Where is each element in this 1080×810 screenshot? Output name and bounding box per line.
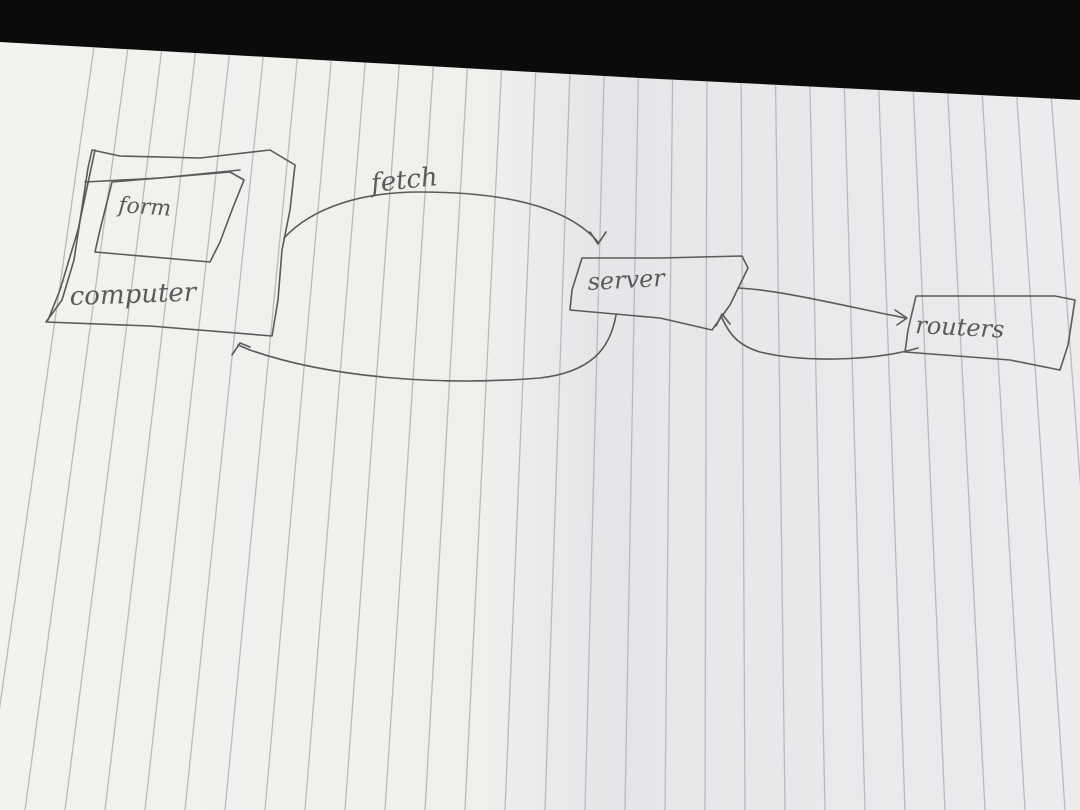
routers-box	[904, 295, 1076, 371]
routers-to-server-arrow	[721, 317, 919, 360]
ruled-line	[144, 42, 232, 810]
ruled-line	[740, 42, 746, 810]
ruled-line	[584, 42, 606, 810]
handwritten-diagram	[45, 149, 1076, 382]
ruled-line	[344, 42, 402, 810]
ruled-line	[264, 42, 334, 810]
server-label: server	[587, 264, 667, 296]
ruled-line	[464, 42, 504, 810]
ruled-line	[944, 42, 986, 810]
ruled-line	[224, 42, 300, 810]
routers-label: routers	[915, 311, 1005, 344]
ruled-lines	[0, 42, 1080, 810]
ruled-line	[1012, 42, 1066, 810]
ruled-line	[704, 42, 708, 810]
ruled-line	[544, 42, 572, 810]
ruled-line	[104, 42, 198, 810]
ruled-line	[910, 42, 946, 810]
computer-label: computer	[69, 278, 198, 312]
ruled-line	[978, 42, 1026, 810]
ruled-line	[504, 42, 538, 810]
ruled-line	[424, 42, 470, 810]
ruled-line	[304, 42, 368, 810]
ruled-line	[842, 42, 866, 810]
server-to-routers-arrow	[737, 287, 906, 319]
fetch-label: fetch	[368, 162, 440, 199]
paper-sheet	[0, 42, 1080, 810]
ruled-line	[184, 42, 266, 810]
ruled-line	[624, 42, 640, 810]
ruled-line	[24, 42, 130, 810]
ruled-line	[384, 42, 436, 810]
ruled-line	[664, 42, 674, 810]
ruled-line	[1046, 42, 1080, 810]
ruled-line	[774, 42, 786, 810]
form-label: form	[116, 193, 172, 222]
ruled-line	[808, 42, 826, 810]
fetch-arrow	[283, 191, 599, 243]
ruled-line	[0, 42, 96, 810]
ruled-line	[64, 42, 164, 810]
response-arrow	[237, 314, 617, 382]
ruled-line	[876, 42, 906, 810]
computer-box	[45, 149, 296, 337]
